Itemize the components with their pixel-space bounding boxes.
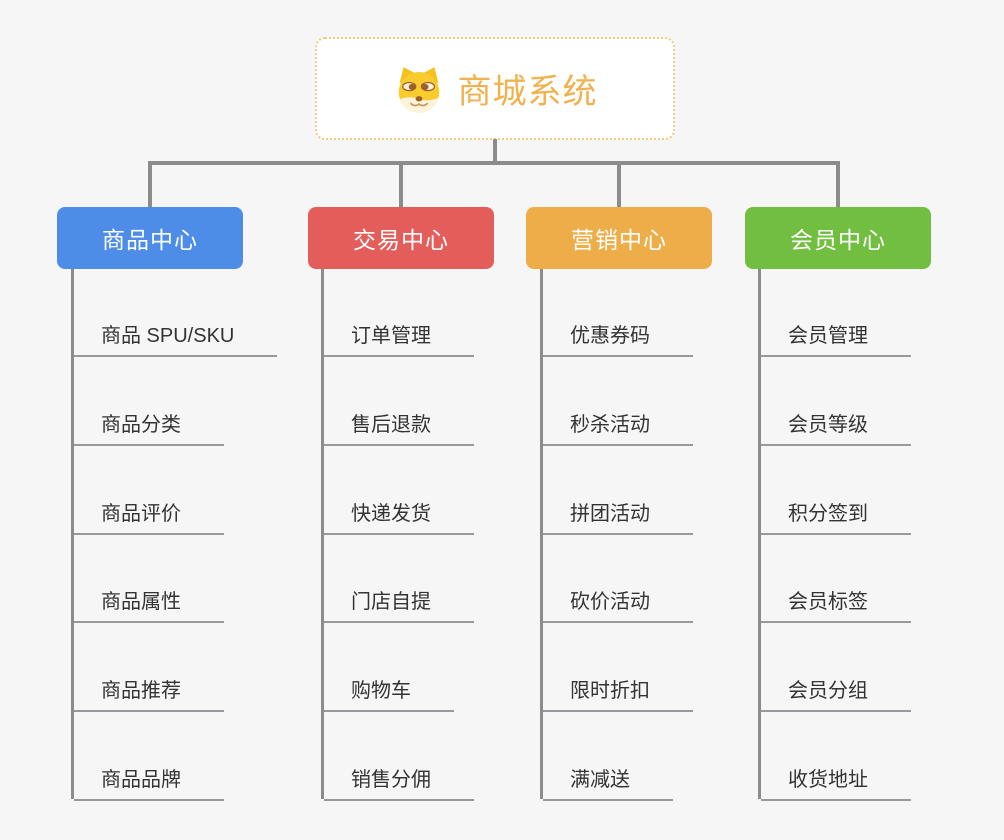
- child-node[interactable]: 拼团活动: [543, 504, 693, 535]
- child-node[interactable]: 商品推荐: [74, 681, 224, 712]
- child-node[interactable]: 商品评价: [74, 504, 224, 535]
- branch-children-trade-center: 订单管理 售后退款 快递发货 门店自提 购物车 销售分佣: [321, 269, 556, 801]
- child-node[interactable]: 秒杀活动: [543, 415, 693, 446]
- connector-drop-3: [617, 161, 621, 207]
- child-node[interactable]: 限时折扣: [543, 681, 693, 712]
- root-node[interactable]: 商城系统: [315, 37, 675, 140]
- child-node[interactable]: 会员管理: [761, 326, 911, 357]
- doge-face-icon: [398, 66, 439, 113]
- branch-node-member-center[interactable]: 会员中心: [745, 207, 931, 269]
- child-node[interactable]: 售后退款: [324, 415, 474, 446]
- child-node[interactable]: 积分签到: [761, 504, 911, 535]
- child-node[interactable]: 满减送: [543, 770, 673, 801]
- child-node[interactable]: 销售分佣: [324, 770, 474, 801]
- child-node[interactable]: 门店自提: [324, 592, 474, 624]
- connector-drop-4: [836, 161, 840, 207]
- connector-root-stem: [493, 139, 497, 163]
- child-node[interactable]: 会员标签: [761, 592, 911, 624]
- branch-node-marketing-center[interactable]: 营销中心: [526, 207, 712, 269]
- branch-node-product-center[interactable]: 商品中心: [57, 207, 243, 269]
- branch-children-product-center: 商品 SPU/SKU 商品分类 商品评价 商品属性 商品推荐 商品品牌: [71, 269, 306, 801]
- child-node[interactable]: 商品属性: [74, 592, 224, 624]
- connector-drop-1: [148, 161, 152, 207]
- child-node[interactable]: 砍价活动: [543, 592, 693, 624]
- child-node[interactable]: 商品分类: [74, 415, 224, 446]
- branch-children-marketing-center: 优惠券码 秒杀活动 拼团活动 砍价活动 限时折扣 满减送: [540, 269, 775, 801]
- connector-drop-2: [399, 161, 403, 207]
- child-node[interactable]: 快递发货: [324, 504, 474, 535]
- child-node[interactable]: 购物车: [324, 681, 454, 712]
- branch-node-trade-center[interactable]: 交易中心: [308, 207, 494, 269]
- child-node[interactable]: 收货地址: [761, 770, 911, 801]
- child-node[interactable]: 会员分组: [761, 681, 911, 712]
- child-node[interactable]: 商品 SPU/SKU: [74, 326, 278, 357]
- child-node[interactable]: 会员等级: [761, 415, 911, 446]
- connector-horizontal-bar: [148, 161, 840, 165]
- child-node[interactable]: 订单管理: [324, 326, 474, 357]
- child-node[interactable]: 优惠券码: [543, 326, 693, 357]
- child-node[interactable]: 商品品牌: [74, 770, 224, 801]
- root-title: 商城系统: [457, 73, 598, 111]
- branch-children-member-center: 会员管理 会员等级 积分签到 会员标签 会员分组 收货地址: [758, 269, 993, 801]
